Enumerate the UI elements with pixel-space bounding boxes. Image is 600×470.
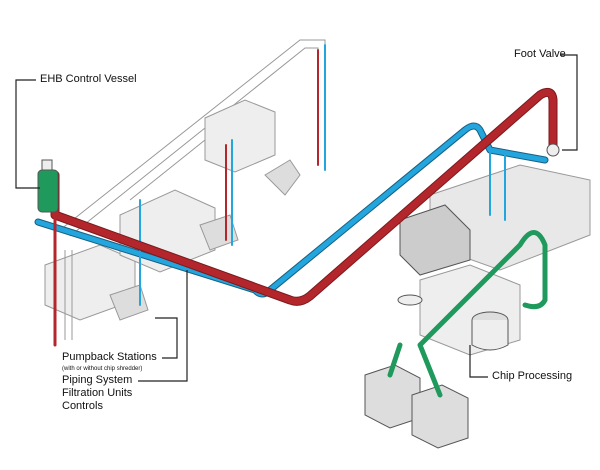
label-controls: Controls — [62, 400, 103, 412]
label-ehb-control-vessel: EHB Control Vessel — [40, 73, 137, 85]
label-pumpback-note: (with or without chip shredder) — [62, 366, 143, 372]
label-piping-system: Piping System — [62, 374, 133, 386]
foot-valve-icon — [546, 143, 560, 157]
chip-piping — [387, 230, 548, 398]
label-filtration-units: Filtration Units — [62, 387, 133, 399]
label-chip-processing: Chip Processing — [492, 370, 573, 382]
vessel-valve-icon — [41, 159, 53, 171]
machine-outlines — [44, 39, 591, 449]
leader-lines — [15, 54, 578, 382]
label-pumpback-stations: Pumpback Stations — [62, 351, 157, 363]
supply-piping — [50, 49, 558, 347]
ehb-control-vessel — [37, 169, 59, 213]
label-foot-valve: Foot Valve — [514, 48, 566, 60]
